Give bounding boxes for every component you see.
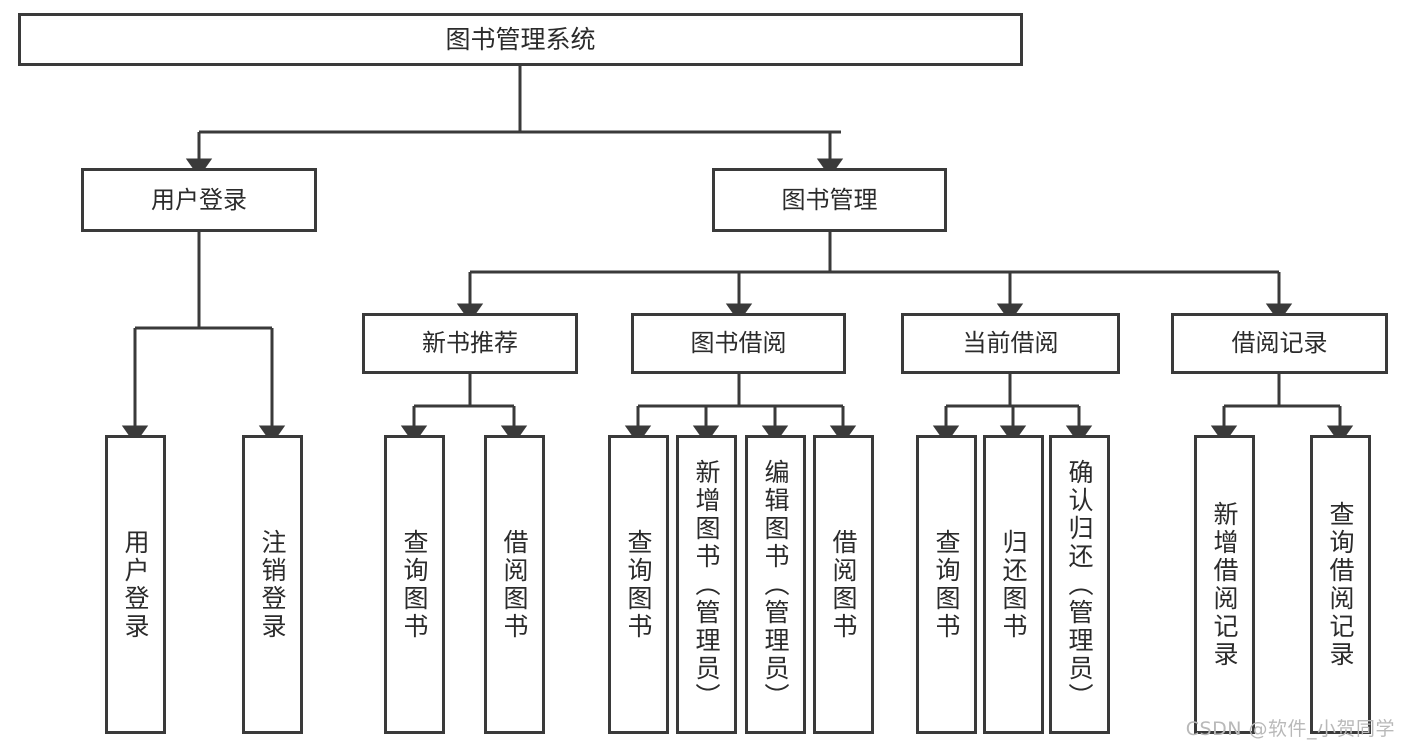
node-borrowing-record[interactable]: 借阅记录 [1171, 313, 1388, 374]
node-root-book-management-system[interactable]: 图书管理系统 [18, 13, 1023, 66]
node-leaf-query-books-recommend[interactable]: 查询图书 [384, 435, 445, 734]
node-leaf-query-books-borrow[interactable]: 查询图书 [608, 435, 669, 734]
node-label: 新书推荐 [422, 329, 518, 358]
node-leaf-borrow-books-recommend[interactable]: 借阅图书 [484, 435, 545, 734]
node-label: 新增借阅记录 [1210, 500, 1239, 669]
node-label: 确认归还（管理员） [1065, 458, 1094, 711]
node-leaf-borrow-books[interactable]: 借阅图书 [813, 435, 874, 734]
node-label: 查询图书 [400, 528, 429, 641]
node-leaf-user-login[interactable]: 用户登录 [105, 435, 166, 734]
node-label: 借阅记录 [1231, 329, 1328, 358]
node-label: 用户登录 [121, 528, 150, 641]
node-label: 借阅图书 [500, 528, 529, 641]
node-leaf-edit-book-admin[interactable]: 编辑图书（管理员） [745, 435, 806, 734]
node-label: 新增图书（管理员） [692, 458, 721, 711]
node-leaf-query-borrow-record[interactable]: 查询借阅记录 [1310, 435, 1371, 734]
node-leaf-add-book-admin[interactable]: 新增图书（管理员） [676, 435, 737, 734]
node-label: 借阅图书 [829, 528, 858, 641]
node-leaf-add-borrow-record[interactable]: 新增借阅记录 [1194, 435, 1255, 734]
node-leaf-confirm-return-admin[interactable]: 确认归还（管理员） [1049, 435, 1110, 734]
node-label: 用户登录 [151, 185, 247, 214]
node-leaf-logout[interactable]: 注销登录 [242, 435, 303, 734]
node-current-borrowing[interactable]: 当前借阅 [901, 313, 1120, 374]
node-new-book-recommendation[interactable]: 新书推荐 [362, 313, 578, 374]
node-label: 编辑图书（管理员） [761, 458, 790, 711]
node-book-borrowing[interactable]: 图书借阅 [631, 313, 846, 374]
node-label: 查询借阅记录 [1326, 500, 1355, 669]
node-label: 归还图书 [999, 528, 1028, 641]
node-label: 当前借阅 [962, 329, 1059, 358]
node-user-login[interactable]: 用户登录 [81, 168, 317, 232]
node-label: 查询图书 [624, 528, 653, 641]
node-book-management[interactable]: 图书管理 [712, 168, 947, 232]
node-leaf-return-books[interactable]: 归还图书 [983, 435, 1044, 734]
node-label: 图书管理系统 [445, 24, 596, 54]
node-label: 图书管理 [781, 185, 878, 214]
node-label: 注销登录 [258, 528, 287, 641]
node-label: 查询图书 [932, 528, 961, 641]
node-leaf-query-books-current[interactable]: 查询图书 [916, 435, 977, 734]
node-label: 图书借阅 [690, 329, 787, 358]
